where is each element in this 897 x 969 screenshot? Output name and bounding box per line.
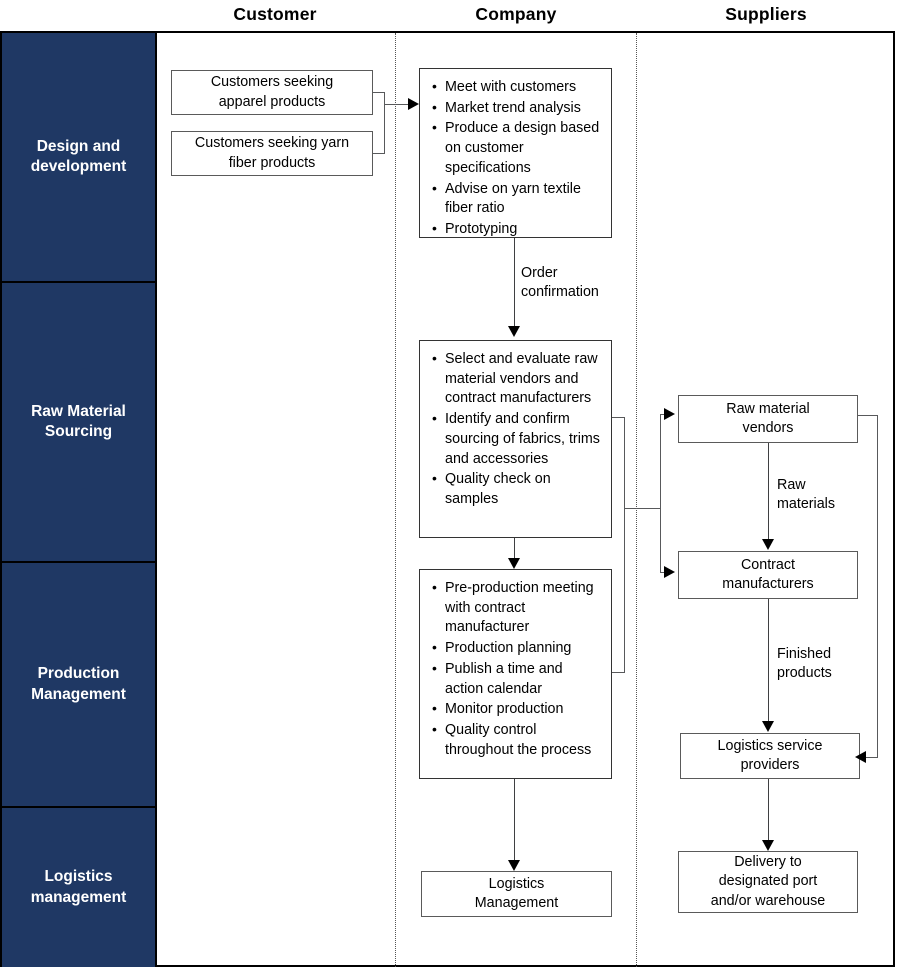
column-header-company: Company <box>396 0 636 30</box>
company-node-production-bullet-1: Pre-production meeting with contract man… <box>432 578 603 638</box>
company-node-production-bullet-3: Publish a time and action calendar <box>432 659 603 699</box>
company-node-design[interactable]: Meet with customers Market trend analysi… <box>419 68 612 238</box>
stage-label-production: Production Management <box>31 665 126 703</box>
connector-production-right-stub <box>612 672 625 673</box>
stage-band-sourcing: Raw Material Sourcing <box>2 283 155 563</box>
connector-design-to-sourcing <box>514 238 515 330</box>
connector-vendors-return-vertical <box>877 415 878 757</box>
company-node-production-bullet-2: Production planning <box>432 638 603 659</box>
connector-manufacturers-to-logistics <box>768 599 769 725</box>
connector-company-to-suppliers <box>624 508 661 509</box>
edge-label-finished-products: Finished products <box>777 646 832 681</box>
company-node-design-bullet-5: Prototyping <box>432 219 603 240</box>
connector-sourcing-to-production <box>514 538 515 562</box>
supplier-node-logistics-service-providers-label: Logistics service providers <box>717 737 823 773</box>
connector-customer-to-company <box>384 104 417 105</box>
company-node-production-list: Pre-production meeting with contract man… <box>430 578 603 760</box>
company-node-design-bullet-4: Advise on yarn textile fiber ratio <box>432 179 603 219</box>
connector-vendors-return-bottom <box>862 757 878 758</box>
arrowhead-manufacturers-to-logistics <box>762 721 774 732</box>
company-node-sourcing[interactable]: Select and evaluate raw material vendors… <box>419 340 612 538</box>
arrowhead-production-to-logistics <box>508 860 520 871</box>
company-node-production-bullet-5: Quality control throughout the process <box>432 720 603 760</box>
stage-label-logistics: Logistics management <box>30 868 127 906</box>
stage-label-sourcing: Raw Material Sourcing <box>31 402 126 440</box>
stage-band-production: Production Management <box>2 563 155 808</box>
column-header-customer-label: Customer <box>233 4 317 24</box>
arrowhead-sourcing-to-production <box>508 558 520 569</box>
supplier-node-contract-manufacturers[interactable]: Contract manufacturers <box>678 551 858 599</box>
arrowhead-to-raw-material-vendors <box>664 408 675 420</box>
supplier-node-contract-manufacturers-label: Contract manufacturers <box>722 556 814 592</box>
company-node-sourcing-list: Select and evaluate raw material vendors… <box>430 349 603 510</box>
arrowhead-design-to-sourcing <box>508 326 520 337</box>
company-node-design-bullet-2: Market trend analysis <box>432 98 603 119</box>
connector-sourcing-right-stub <box>612 417 625 418</box>
connector-vendors-to-manufacturers <box>768 443 769 543</box>
edge-label-order-confirmation: Order confirmation <box>521 265 599 300</box>
stage-band-design: Design and development <box>2 33 155 283</box>
customer-node-yarn-label: Customers seeking yarn fiber products <box>194 135 350 171</box>
edge-label-raw-materials: Raw materials <box>777 477 835 512</box>
column-header-company-label: Company <box>475 4 557 24</box>
company-node-sourcing-bullet-1: Select and evaluate raw material vendors… <box>432 349 603 409</box>
connector-yarn-stub <box>373 153 385 154</box>
lane-separator-customer-company <box>395 33 396 967</box>
supplier-node-raw-material-vendors[interactable]: Raw material vendors <box>678 395 858 443</box>
connector-vendors-return-top <box>858 415 878 416</box>
arrowhead-to-contract-manufacturers <box>664 566 675 578</box>
connector-production-to-logistics <box>514 779 515 864</box>
stage-band-logistics: Logistics management <box>2 808 155 967</box>
connector-company-merge-vertical <box>624 417 625 672</box>
connector-suppliers-branch-vertical <box>660 414 661 572</box>
customer-node-apparel-label: Customers seeking apparel products <box>210 74 334 110</box>
customer-node-apparel[interactable]: Customers seeking apparel products <box>171 70 373 115</box>
arrowhead-customer-to-company <box>408 98 419 110</box>
supplier-node-delivery[interactable]: Delivery to designated port and/or wareh… <box>678 851 858 913</box>
column-header-customer: Customer <box>155 0 395 30</box>
supplier-node-raw-material-vendors-label: Raw material vendors <box>726 400 810 436</box>
supplier-node-logistics-service-providers[interactable]: Logistics service providers <box>680 733 860 779</box>
company-node-logistics-label: Logistics Management <box>474 875 559 911</box>
column-header-suppliers-label: Suppliers <box>725 4 807 24</box>
company-node-design-bullet-1: Meet with customers <box>432 77 603 98</box>
company-node-production[interactable]: Pre-production meeting with contract man… <box>419 569 612 779</box>
stage-band-divider <box>155 33 157 967</box>
arrowhead-return-to-logistics-providers <box>855 751 866 763</box>
column-header-suppliers: Suppliers <box>637 0 895 30</box>
connector-logistics-to-delivery <box>768 779 769 844</box>
arrowhead-vendors-to-manufacturers <box>762 539 774 550</box>
connector-apparel-stub <box>373 92 385 93</box>
stage-label-design: Design and development <box>30 137 127 175</box>
lane-separator-company-suppliers <box>636 33 637 967</box>
company-node-production-bullet-4: Monitor production <box>432 699 603 720</box>
company-node-sourcing-bullet-2: Identify and confirm sourcing of fabrics… <box>432 409 603 469</box>
connector-customer-merge-vertical <box>384 92 385 153</box>
customer-node-yarn[interactable]: Customers seeking yarn fiber products <box>171 131 373 176</box>
company-node-design-bullet-3: Produce a design based on customer speci… <box>432 118 603 178</box>
company-node-sourcing-bullet-3: Quality check on samples <box>432 469 603 509</box>
supplier-node-delivery-label: Delivery to designated port and/or wareh… <box>710 853 826 909</box>
company-node-design-list: Meet with customers Market trend analysi… <box>430 77 603 240</box>
company-node-logistics[interactable]: Logistics Management <box>421 871 612 917</box>
arrowhead-logistics-to-delivery <box>762 840 774 851</box>
